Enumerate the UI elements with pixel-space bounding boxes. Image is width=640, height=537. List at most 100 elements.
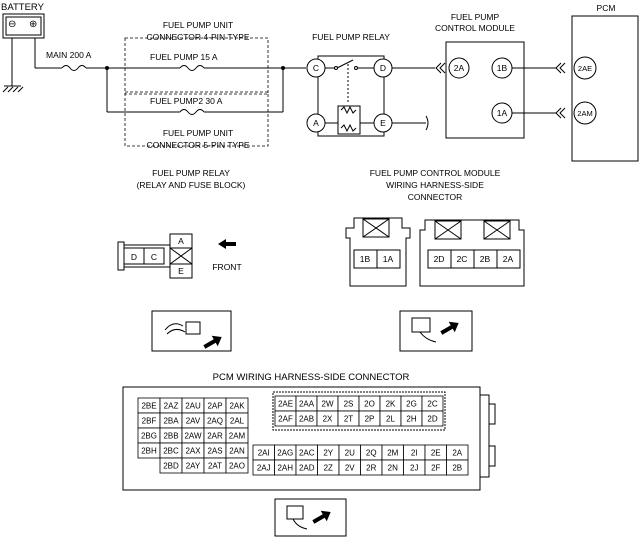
pcm-pin-label: 2BF xyxy=(142,416,157,425)
pcm-pin-label: 2AX xyxy=(185,446,201,455)
main-fuse-icon xyxy=(61,65,87,71)
module-connector-title-line2: WIRING HARNESS-SIDE xyxy=(386,180,484,190)
pcm-box xyxy=(571,15,639,162)
pcm-pin-label: 2C xyxy=(427,399,437,408)
pcm-connector-top-block xyxy=(272,391,446,431)
svg-text:2D: 2D xyxy=(434,254,445,264)
pcm-pin-label: 2AV xyxy=(186,416,201,425)
connector-view-icon xyxy=(399,310,473,352)
module-connector-title-line1: FUEL PUMP CONTROL MODULE xyxy=(370,168,501,178)
module-connector-pin-2a xyxy=(496,249,521,269)
pcm-pin-label: 2Z xyxy=(324,463,333,472)
pcm-pin-label: 2AB xyxy=(299,414,314,423)
pcm-pin-label: 2AQ xyxy=(207,416,223,425)
battery-body xyxy=(2,13,45,39)
pcm-pin-label: 2AL xyxy=(230,416,245,425)
pcm-pin-label: 2N xyxy=(388,463,398,472)
main-fuse-label: MAIN 200 A xyxy=(46,50,92,60)
pump-unit-top-line1: FUEL PUMP UNIT xyxy=(163,20,233,30)
relay-connector-title-line2: (RELAY AND FUSE BLOCK) xyxy=(137,180,246,190)
svg-text:2A: 2A xyxy=(454,63,465,73)
pcm-pin-label: 2F xyxy=(431,463,440,472)
pcm-pin-label: 2D xyxy=(427,414,437,423)
svg-text:E: E xyxy=(178,266,184,276)
battery-label: BATTERY xyxy=(1,2,45,13)
module-box xyxy=(445,41,525,139)
pcm-pin-label: 2AI xyxy=(258,448,270,457)
pcm-pin-label: 2AW xyxy=(184,431,201,440)
pcm-pin-label: 2W xyxy=(322,399,334,408)
connector-chevron-icon xyxy=(435,62,446,74)
pcm-title: PCM xyxy=(597,3,616,13)
module-connector-left-body xyxy=(345,217,411,287)
pcm-pin-label: 2BG xyxy=(141,431,157,440)
pcm-pin-label: 2AN xyxy=(229,446,245,455)
pcm-pin-label: 2AF xyxy=(278,414,293,423)
module-title-line2: CONTROL MODULE xyxy=(435,23,515,33)
pcm-pin-label: 2O xyxy=(364,399,375,408)
pcm-pin-label: 2AR xyxy=(207,431,223,440)
relay-connector-pin-e xyxy=(169,263,193,279)
pcm-pin-label: 2AK xyxy=(229,401,245,410)
pcm-pin-label: 2BC xyxy=(163,446,179,455)
pcm-pin-label: 2J xyxy=(410,463,418,472)
battery-inner xyxy=(5,16,42,36)
pcm-pin-label: 2AT xyxy=(208,461,222,470)
module-connector-right-body xyxy=(419,219,525,287)
pcm-pin-label: 2AU xyxy=(185,401,201,410)
pcm-pin-label: 2BE xyxy=(141,401,156,410)
svg-text:D: D xyxy=(131,252,137,262)
relay-coil-icon xyxy=(337,105,361,135)
relay-connector-title-line1: FUEL PUMP RELAY xyxy=(152,168,230,178)
pcm-pin-label: 2M xyxy=(387,448,398,457)
pcm-pin-label: 2AH xyxy=(277,463,293,472)
pcm-pin-label: 2BA xyxy=(163,416,179,425)
pcm-pin-label: 2E xyxy=(431,448,441,457)
svg-text:1A: 1A xyxy=(383,254,394,264)
relay-title: FUEL PUMP RELAY xyxy=(312,32,390,42)
svg-text:A: A xyxy=(178,236,184,246)
front-arrow-icon xyxy=(218,239,236,249)
pcm-pin-label: 2K xyxy=(386,399,396,408)
svg-text:D: D xyxy=(380,63,386,73)
pump2-fuse-icon xyxy=(179,109,205,115)
pump-unit-bottom-line1: FUEL PUMP UNIT xyxy=(163,128,233,138)
pcm-pin-label: 2AY xyxy=(186,461,201,470)
svg-text:C: C xyxy=(151,252,157,262)
svg-text:2C: 2C xyxy=(457,254,468,264)
pump-fuse-icon xyxy=(179,65,205,71)
module-connector-pin-1a xyxy=(376,249,401,269)
pcm-pin-label: 2AZ xyxy=(164,401,179,410)
pcm-pin-label: 2V xyxy=(345,463,355,472)
svg-text:C: C xyxy=(313,63,319,73)
pcm-pin-label: 2Q xyxy=(366,448,377,457)
battery-positive-icon: ⊕ xyxy=(29,19,37,30)
front-label: FRONT xyxy=(212,262,241,272)
svg-text:2A: 2A xyxy=(503,254,514,264)
pcm-pin-label: 2AJ xyxy=(257,463,271,472)
pcm-pin-label: 2AP xyxy=(207,401,222,410)
svg-text:1B: 1B xyxy=(360,254,371,264)
module-terminal-2a xyxy=(448,57,470,79)
svg-text:1A: 1A xyxy=(497,108,508,118)
pcm-pin-label: 2G xyxy=(406,399,417,408)
svg-text:2B: 2B xyxy=(480,254,491,264)
pcm-pin-label: 2X xyxy=(323,414,333,423)
pcm-pin-label: 2I xyxy=(411,448,418,457)
pcm-pin-label: 2L xyxy=(386,414,395,423)
module-connector-title-line3: CONNECTOR xyxy=(408,192,463,202)
module-title-line1: FUEL PUMP xyxy=(451,12,500,22)
pcm-connector-left-grid: 2BE 2AZ 2AU 2AP 2AK 2BF 2BA 2AV 2AQ 2AL 2BG 2BB 2AW 2… xyxy=(137,397,249,474)
pcm-pin-label: 2T xyxy=(344,414,353,423)
pcm-pin-label: 2B xyxy=(452,463,462,472)
svg-text:2AM: 2AM xyxy=(577,109,592,118)
pcm-pin-label: 2BB xyxy=(163,431,178,440)
svg-text:1B: 1B xyxy=(497,63,508,73)
pcm-pin-cell xyxy=(421,410,444,427)
pcm-pin-label: 2AG xyxy=(277,448,293,457)
svg-text:E: E xyxy=(380,118,386,128)
pump-unit-top-line2: CONNECTOR 4-PIN TYPE xyxy=(146,32,249,42)
pcm-pin-label: 2AO xyxy=(229,461,245,470)
